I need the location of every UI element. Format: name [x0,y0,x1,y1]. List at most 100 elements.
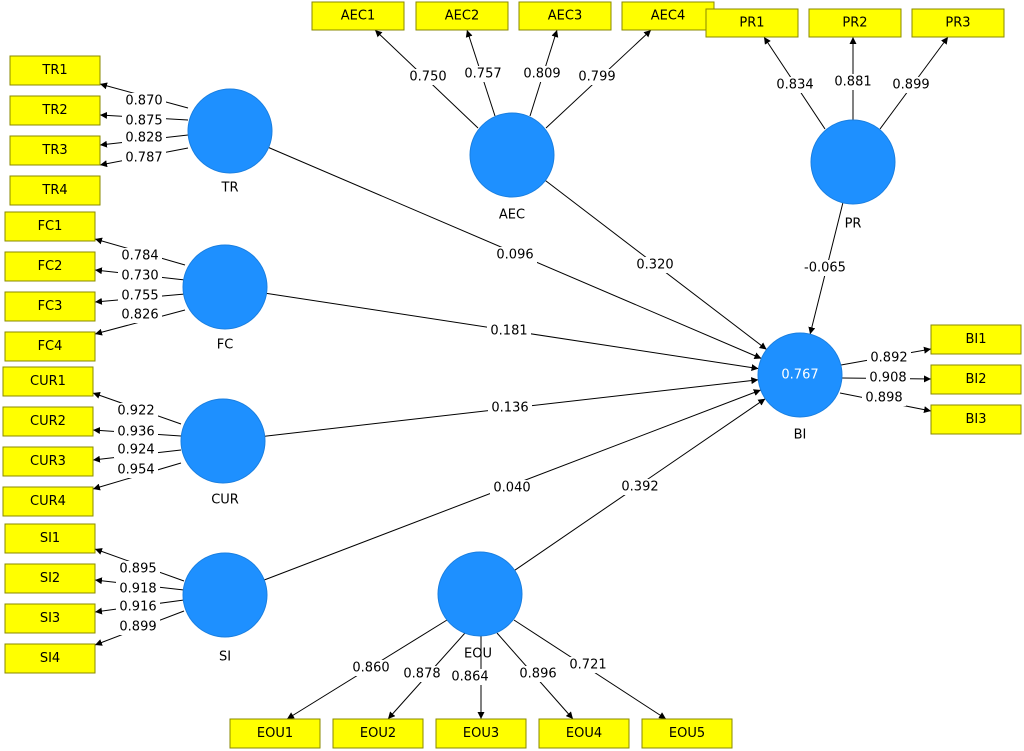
loading-value-bi2: 0.908 [866,370,910,386]
loading-value-cur4: 0.954 [114,462,158,478]
loading-value-eou2: 0.878 [400,666,444,682]
indicator-label: CUR4 [30,494,66,509]
construct-circle [180,398,266,484]
svg-text:0.898: 0.898 [865,391,902,406]
indicator-box [4,251,96,282]
indicator-label: BI2 [965,372,986,387]
indicator-si1[interactable]: SI1 [4,523,96,554]
indicator-aec1[interactable]: AEC1 [311,1,405,31]
loading-value-pr3: 0.899 [889,77,933,93]
construct-eou[interactable]: EOU [437,551,523,662]
svg-text:0.908: 0.908 [869,371,906,386]
indicator-fc3[interactable]: FC3 [4,291,96,322]
indicator-box [4,563,96,594]
indicator-box [4,331,96,362]
indicator-box [2,366,94,397]
indicator-box [4,211,96,242]
indicator-pr2[interactable]: PR2 [808,8,902,38]
path-coefficient-eou-bi: 0.392 [618,479,662,495]
indicator-box [9,175,101,206]
construct-label: AEC [499,208,525,223]
svg-text:0.755: 0.755 [121,289,158,304]
indicator-cur4[interactable]: CUR4 [2,486,94,517]
loading-value-aec3: 0.809 [520,66,564,82]
indicator-eou2[interactable]: EOU2 [332,718,424,749]
indicator-aec4[interactable]: AEC4 [621,1,715,31]
indicator-eou5[interactable]: EOU5 [641,718,733,749]
construct-label: EOU [464,647,492,662]
construct-aec[interactable]: AEC [469,112,555,223]
indicator-cur2[interactable]: CUR2 [2,406,94,437]
indicator-label: PR1 [739,16,764,31]
construct-cur[interactable]: CUR [180,398,266,508]
indicator-tr3[interactable]: TR3 [9,135,101,166]
indicator-pr1[interactable]: PR1 [705,8,799,38]
indicator-box [415,1,509,31]
svg-text:0.392: 0.392 [621,480,658,495]
indicator-fc4[interactable]: FC4 [4,331,96,362]
loading-value-fc1: 0.784 [118,248,162,264]
indicator-label: AEC1 [341,9,375,24]
construct-circle [182,552,268,638]
indicator-box [4,603,96,634]
indicator-box [705,8,799,38]
indicator-eou3[interactable]: EOU3 [435,718,527,749]
indicator-aec3[interactable]: AEC3 [518,1,612,31]
indicator-bi3[interactable]: BI3 [930,404,1022,435]
indicator-aec2[interactable]: AEC2 [415,1,509,31]
indicator-fc1[interactable]: FC1 [4,211,96,242]
loading-value-si3: 0.916 [116,599,160,615]
construct-circle [187,88,273,174]
construct-pr[interactable]: PR [810,119,896,232]
indicator-box [9,95,101,126]
indicator-eou1[interactable]: EOU1 [229,718,321,749]
construct-fc[interactable]: FC [182,244,268,353]
construct-tr[interactable]: TR [187,88,273,196]
indicator-label: AEC4 [651,9,685,24]
indicator-tr2[interactable]: TR2 [9,95,101,126]
indicator-bi2[interactable]: BI2 [930,364,1022,395]
indicator-pr3[interactable]: PR3 [911,8,1005,38]
indicator-box [9,55,101,86]
indicator-tr1[interactable]: TR1 [9,55,101,86]
svg-text:0.784: 0.784 [121,249,158,264]
svg-text:0.896: 0.896 [519,667,556,682]
indicator-si4[interactable]: SI4 [4,643,96,674]
indicator-si2[interactable]: SI2 [4,563,96,594]
construct-bi[interactable]: BI0.767 [757,332,843,443]
svg-text:0.750: 0.750 [409,70,446,85]
indicator-label: TR3 [41,143,67,158]
construct-si[interactable]: SI [182,552,268,665]
loading-value-tr3: 0.828 [122,130,166,146]
loading-value-tr2: 0.875 [122,113,166,129]
indicator-fc2[interactable]: FC2 [4,251,96,282]
indicator-si3[interactable]: SI3 [4,603,96,634]
svg-text:0.899: 0.899 [119,620,156,635]
indicator-label: BI3 [965,412,986,427]
svg-text:0.936: 0.936 [117,425,154,440]
loading-value-pr2: 0.881 [831,74,875,90]
indicator-bi1[interactable]: BI1 [930,324,1022,355]
loading-value-fc4: 0.826 [118,307,162,323]
indicator-box [518,1,612,31]
indicator-box [2,406,94,437]
construct-circle [810,119,896,205]
indicator-box [4,643,96,674]
indicator-box [930,404,1022,435]
indicator-box [641,718,733,749]
loading-value-aec2: 0.757 [461,66,505,82]
svg-text:0.878: 0.878 [403,667,440,682]
indicator-label: SI3 [40,611,60,626]
path-coefficient-cur-bi: 0.136 [488,400,532,416]
indicator-cur3[interactable]: CUR3 [2,446,94,477]
indicator-tr4[interactable]: TR4 [9,175,101,206]
loading-value-tr1: 0.870 [122,93,166,109]
loading-value-eou1: 0.860 [349,660,393,676]
indicator-cur1[interactable]: CUR1 [2,366,94,397]
construct-label: FC [217,338,234,353]
indicator-box [2,446,94,477]
r-squared-value: 0.767 [781,368,818,383]
indicator-eou4[interactable]: EOU4 [538,718,630,749]
indicator-label: TR2 [41,103,67,118]
loading-value-aec4: 0.799 [575,69,619,85]
